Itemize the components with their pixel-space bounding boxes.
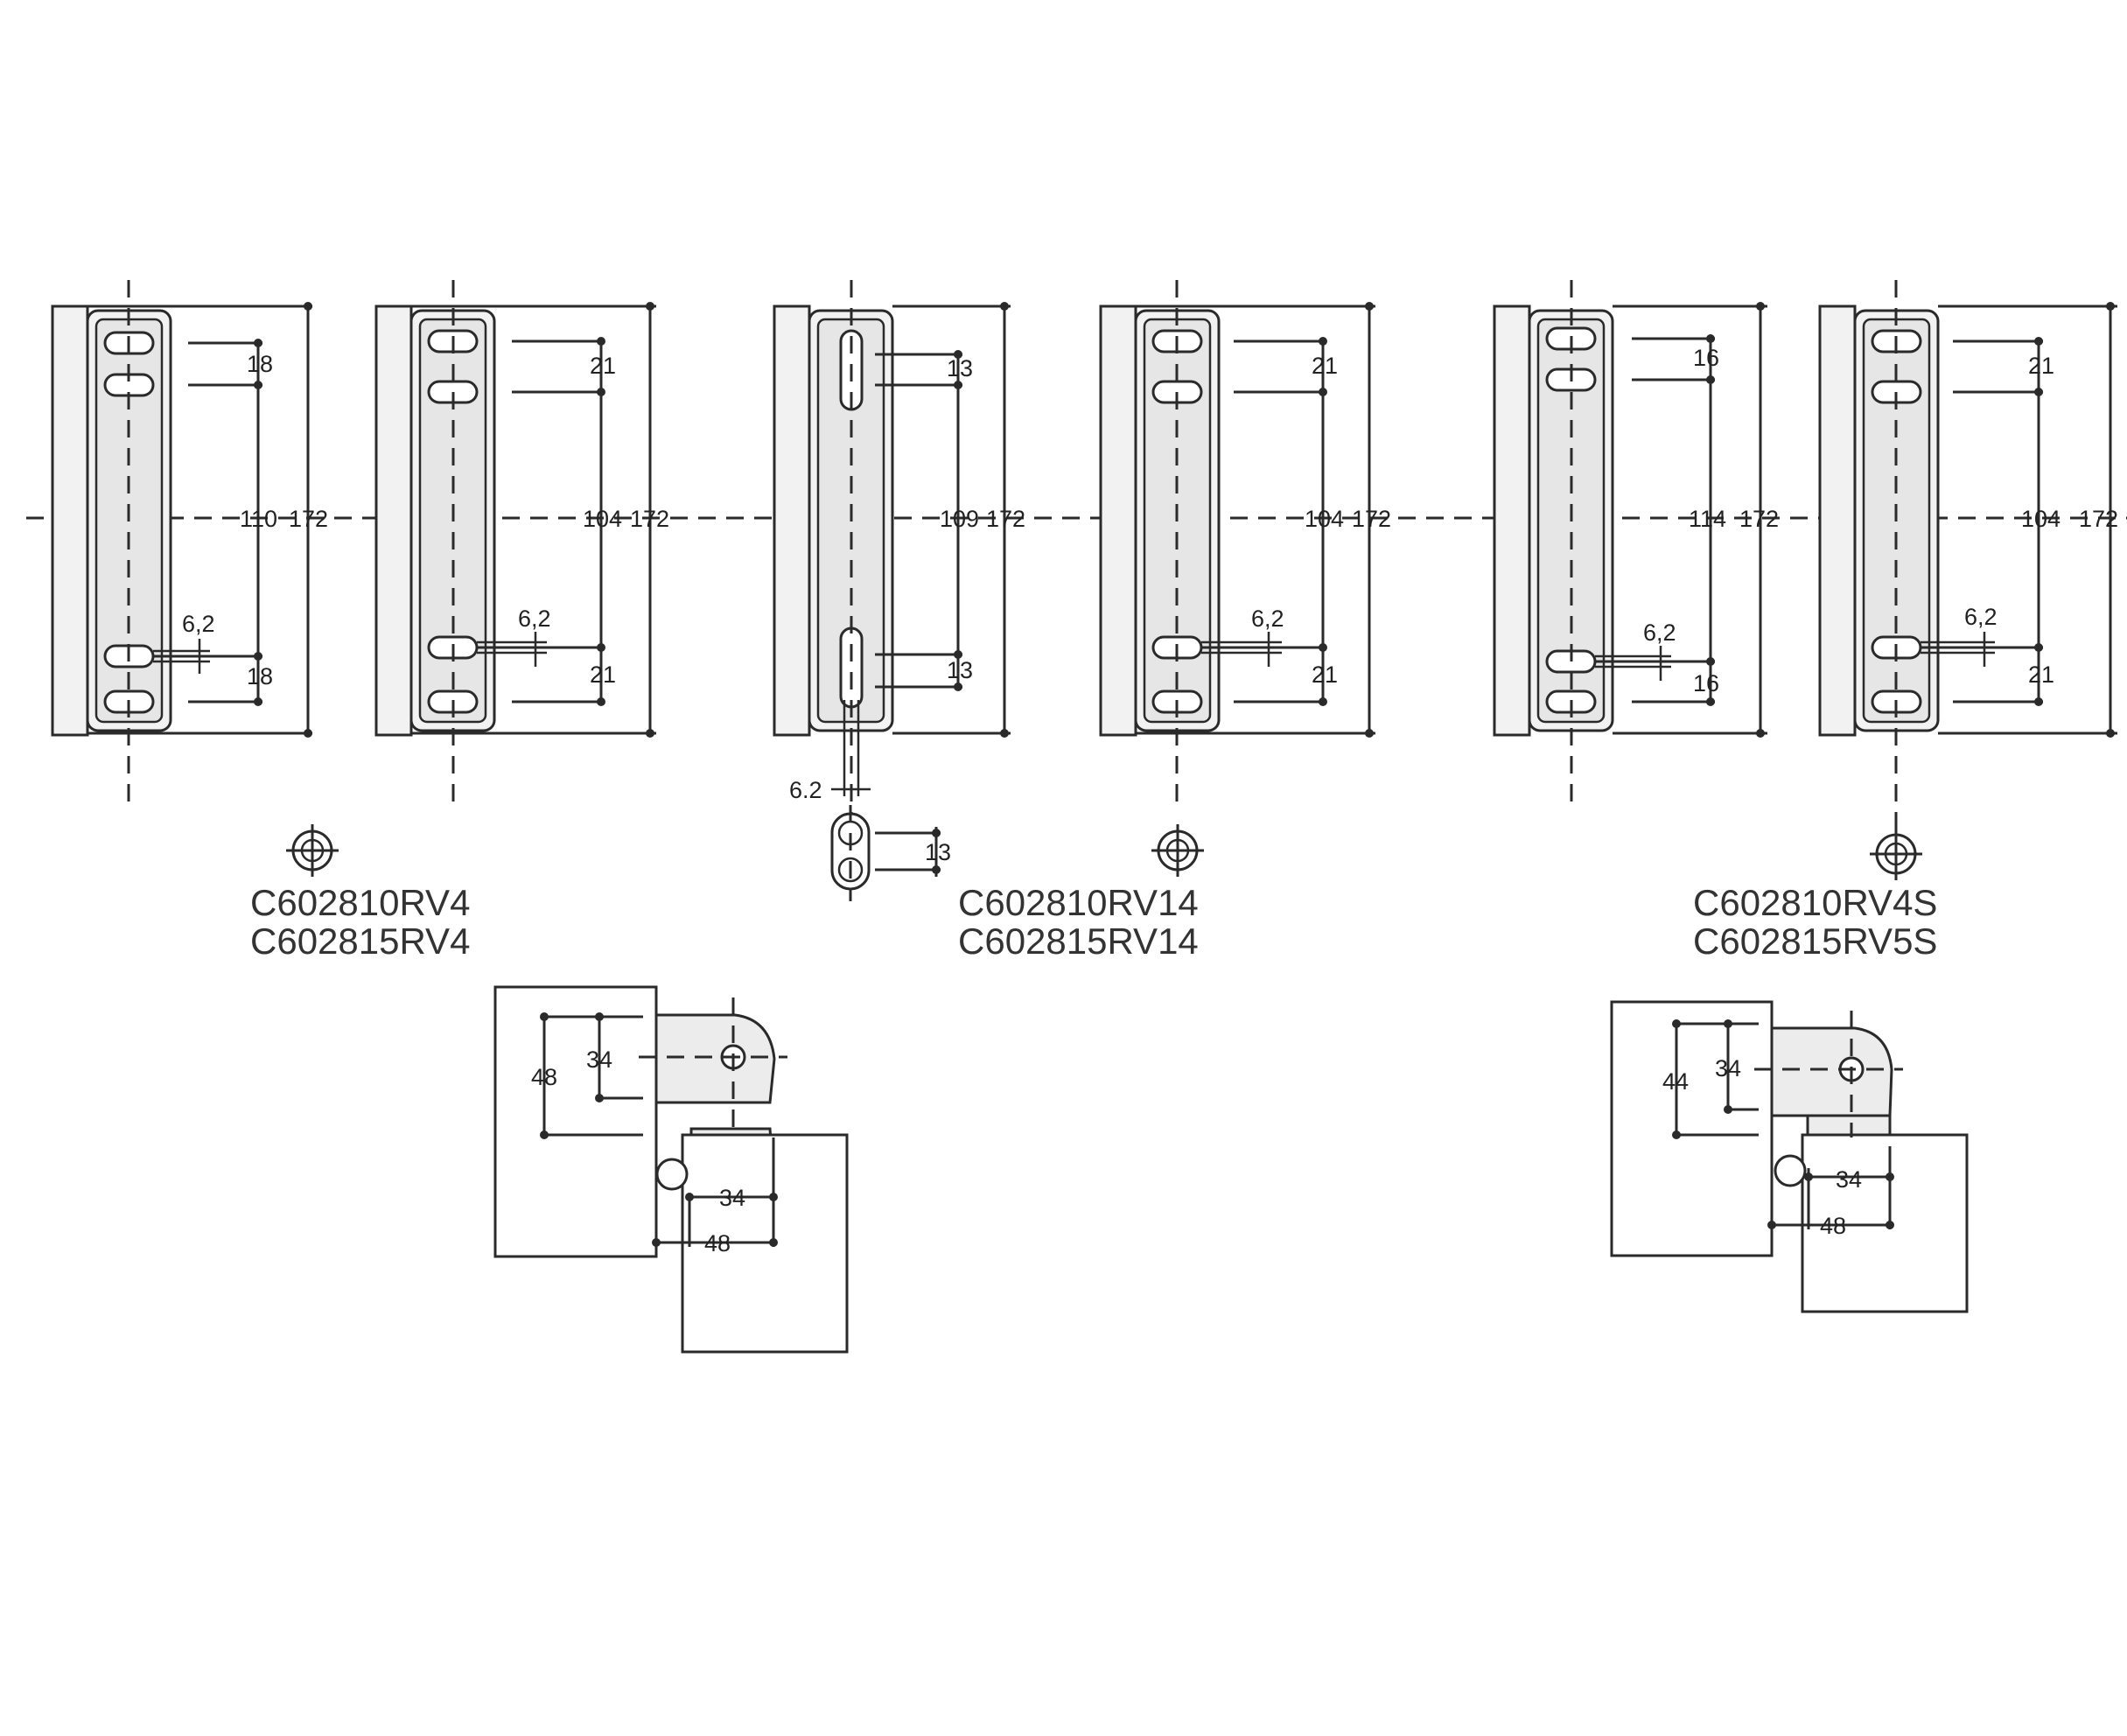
dim-spacing: 13 xyxy=(925,839,951,865)
hinge-rv4-left: 18 110 172 6,2 18 xyxy=(51,280,328,805)
model-label: C602815RV4 xyxy=(250,920,470,962)
dim-middle: 104 xyxy=(583,506,622,532)
dim-middle: 109 xyxy=(940,506,979,532)
dim-top: 18 xyxy=(247,351,273,377)
model-label: C602810RV4S xyxy=(1693,882,1937,923)
dim-middle: 114 xyxy=(1689,506,1726,532)
dim-inner: 34 xyxy=(1715,1055,1741,1082)
end-view-rv14-single xyxy=(1151,824,1204,877)
dim-slot: 6,2 xyxy=(182,611,215,637)
dim-slot: 6.2 xyxy=(789,777,822,803)
dim-lower-outer: 48 xyxy=(1820,1213,1846,1239)
dim-bottom: 13 xyxy=(947,657,973,683)
model-label: C602815RV5S xyxy=(1693,920,1937,962)
model-label: C602810RV4 xyxy=(250,882,470,923)
dim-top: 21 xyxy=(2028,353,2054,379)
hinge-rv4s-left: 16 114 172 6,2 16 xyxy=(1493,280,1779,809)
dim-outer: 48 xyxy=(531,1064,557,1090)
model-label: C602815RV14 xyxy=(958,920,1199,962)
dim-overall: 172 xyxy=(1352,506,1391,532)
dim-slot: 6,2 xyxy=(518,606,551,632)
dim-outer: 44 xyxy=(1662,1068,1689,1095)
hinge-rv14-left: 13 109 172 13 6.2 xyxy=(773,280,1025,814)
dim-overall: 172 xyxy=(986,506,1025,532)
dim-lower-inner: 34 xyxy=(719,1185,745,1211)
dim-slot: 6,2 xyxy=(1964,604,1998,630)
hinge-rv4s-right: 21 104 172 6,2 21 xyxy=(1818,280,2118,831)
dim-bottom: 21 xyxy=(2028,662,2054,688)
dim-top: 21 xyxy=(590,353,616,379)
dim-top: 21 xyxy=(1312,353,1338,379)
end-view-rv14: 13 xyxy=(830,805,951,901)
dim-bottom: 16 xyxy=(1693,670,1719,696)
dim-bottom: 21 xyxy=(1312,662,1338,688)
dim-slot: 6,2 xyxy=(1643,620,1676,646)
dim-top: 16 xyxy=(1693,345,1719,371)
dim-overall: 172 xyxy=(1739,506,1779,532)
dim-inner: 34 xyxy=(586,1046,612,1073)
dim-middle: 104 xyxy=(2021,506,2061,532)
model-label: C602810RV14 xyxy=(958,882,1199,923)
dim-overall: 172 xyxy=(2079,506,2118,532)
plan-view-rv4s: 44 34 34 48 xyxy=(1610,1000,1969,1313)
end-view-rv4s xyxy=(1870,828,1922,880)
dim-overall: 172 xyxy=(289,506,328,532)
hinge-rv4-right: 21 104 172 6,2 21 xyxy=(374,280,669,805)
dim-bottom: 21 xyxy=(590,662,616,688)
hinge-rv14-right: 21 104 172 6,2 21 xyxy=(1099,280,1391,805)
dim-slot: 6,2 xyxy=(1251,606,1284,632)
plan-view-rv4: 48 34 34 48 xyxy=(493,985,849,1354)
dim-middle: 104 xyxy=(1305,506,1344,532)
dim-lower-inner: 34 xyxy=(1836,1166,1862,1193)
end-view-rv4 xyxy=(286,824,339,877)
dim-lower-outer: 48 xyxy=(704,1230,731,1256)
dim-overall: 172 xyxy=(630,506,669,532)
dim-bottom: 18 xyxy=(247,663,273,690)
dim-top: 13 xyxy=(947,355,973,382)
dim-middle: 110 xyxy=(240,506,277,532)
